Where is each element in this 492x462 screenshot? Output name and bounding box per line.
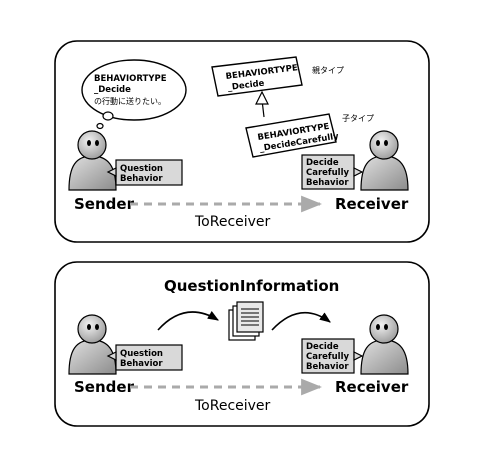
document-stack-icon [228, 301, 264, 341]
bottom-sender-figure [68, 314, 117, 375]
top-arrow-label: ToReceiver [194, 214, 271, 230]
receiver-note-line2: Carefully [306, 168, 350, 178]
top-receiver-label: Receiver [335, 195, 409, 213]
inheritance-arrow [255, 90, 269, 118]
bottom-receiver-note-line3: Behavior [306, 362, 349, 372]
bottom-panel-title: QuestionInformation [164, 277, 339, 295]
receiver-note-line3: Behavior [306, 178, 349, 188]
sender-note: Question Behavior [106, 159, 183, 186]
bottom-sender-label: Sender [74, 378, 135, 396]
bottom-sender-note: Question Behavior [106, 344, 183, 371]
bottom-receiver-note-line1: Decide [306, 342, 339, 352]
bottom-receiver-label: Receiver [335, 378, 409, 396]
bottom-receiver-note: Decide Carefully Behavior [301, 338, 364, 374]
parent-type-label: 親タイプ [312, 65, 344, 75]
receiver-note-line1: Decide [306, 158, 339, 168]
bottom-receiver-figure [360, 314, 409, 375]
bottom-sender-note-line2: Behavior [120, 359, 163, 369]
bottom-panel: QuestionInformation Question Behavior [54, 261, 430, 427]
sender-figure [68, 130, 117, 191]
top-sender-label: Sender [74, 195, 135, 213]
sender-note-line2: Behavior [120, 174, 163, 184]
child-type-label: 子タイプ [342, 114, 374, 123]
sender-note-line1: Question [120, 164, 163, 174]
thought-bubble-line3: の行動に送りたい。 [94, 96, 166, 106]
curved-arrow-from-doc [271, 311, 331, 331]
thought-bubble-line2: _Decide [94, 85, 131, 95]
thought-bubble-line1: BEHAVIORTYPE [94, 74, 167, 84]
receiver-note: Decide Carefully Behavior [301, 154, 364, 190]
parent-type-card: BEHAVIORTYPE _Decide [211, 56, 303, 97]
bottom-panel-frame [54, 261, 430, 427]
receiver-figure [360, 130, 409, 191]
thought-bubble: BEHAVIORTYPE _Decide の行動に送りたい。 [81, 59, 187, 130]
bottom-sender-note-line1: Question [120, 349, 163, 359]
bottom-receiver-note-line2: Carefully [306, 352, 350, 362]
curved-arrow-to-doc [157, 310, 219, 331]
top-panel: BEHAVIORTYPE _Decide の行動に送りたい。 BEHAVIORT… [54, 40, 430, 243]
bottom-arrow-label: ToReceiver [194, 398, 271, 414]
parent-type-line2: _Decide [227, 79, 265, 93]
